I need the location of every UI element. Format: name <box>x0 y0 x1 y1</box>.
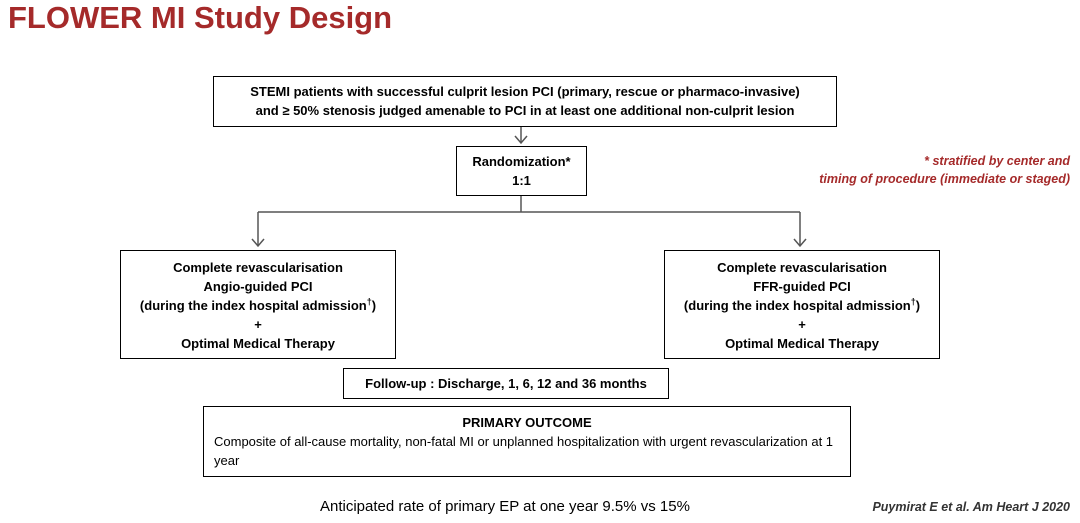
stratification-note-line-2: timing of procedure (immediate or staged… <box>819 172 1070 186</box>
ffr-guided-arm-box: Complete revascularisation FFR-guided PC… <box>664 250 940 359</box>
dagger-mark: † <box>910 296 916 307</box>
right-arm-line-4: + <box>798 317 806 332</box>
primary-outcome-box: PRIMARY OUTCOME Composite of all-cause m… <box>203 406 851 477</box>
right-arm-line-3: (during the index hospital admission†) <box>683 296 921 313</box>
citation: Puymirat E et al. Am Heart J 2020 <box>872 500 1070 514</box>
left-arm-line-4: + <box>254 317 262 332</box>
primary-outcome-text: Composite of all-cause mortality, non-fa… <box>214 434 834 468</box>
population-line-1: STEMI patients with successful culprit l… <box>250 84 800 99</box>
left-arm-line-5: Optimal Medical Therapy <box>181 336 335 351</box>
slide-title: FLOWER MI Study Design <box>8 0 393 35</box>
population-box: STEMI patients with successful culprit l… <box>213 76 837 127</box>
left-arm-line-1: Complete revascularisation <box>173 260 343 275</box>
population-line-2: and ≥ 50% stenosis judged amenable to PC… <box>255 103 795 118</box>
followup-box: Follow-up : Discharge, 1, 6, 12 and 36 m… <box>343 368 669 399</box>
left-arm-line-2: Angio-guided PCI <box>203 279 313 294</box>
left-arm-line-3: (during the index hospital admission†) <box>139 296 377 313</box>
dagger-mark: † <box>366 296 372 307</box>
anticipated-rate-text: Anticipated rate of primary EP at one ye… <box>320 498 690 515</box>
stratification-note: * stratified by center and timing of pro… <box>819 152 1070 188</box>
right-arm-line-1: Complete revascularisation <box>717 260 887 275</box>
primary-outcome-heading: PRIMARY OUTCOME <box>462 415 592 430</box>
angio-guided-arm-box: Complete revascularisation Angio-guided … <box>120 250 396 359</box>
randomization-ratio: 1:1 <box>512 173 531 188</box>
arrow-to-right-arm-head <box>793 238 807 248</box>
arrow-to-left-arm-head <box>251 238 265 248</box>
randomization-box: Randomization* 1:1 <box>456 146 587 196</box>
right-arm-line-2: FFR-guided PCI <box>753 279 851 294</box>
right-arm-line-5: Optimal Medical Therapy <box>725 336 879 351</box>
stratification-note-line-1: * stratified by center and <box>924 154 1070 168</box>
randomization-label: Randomization* <box>472 154 571 169</box>
followup-text: Follow-up : Discharge, 1, 6, 12 and 36 m… <box>365 376 647 391</box>
arrow-population-to-randomization-head <box>514 135 528 145</box>
